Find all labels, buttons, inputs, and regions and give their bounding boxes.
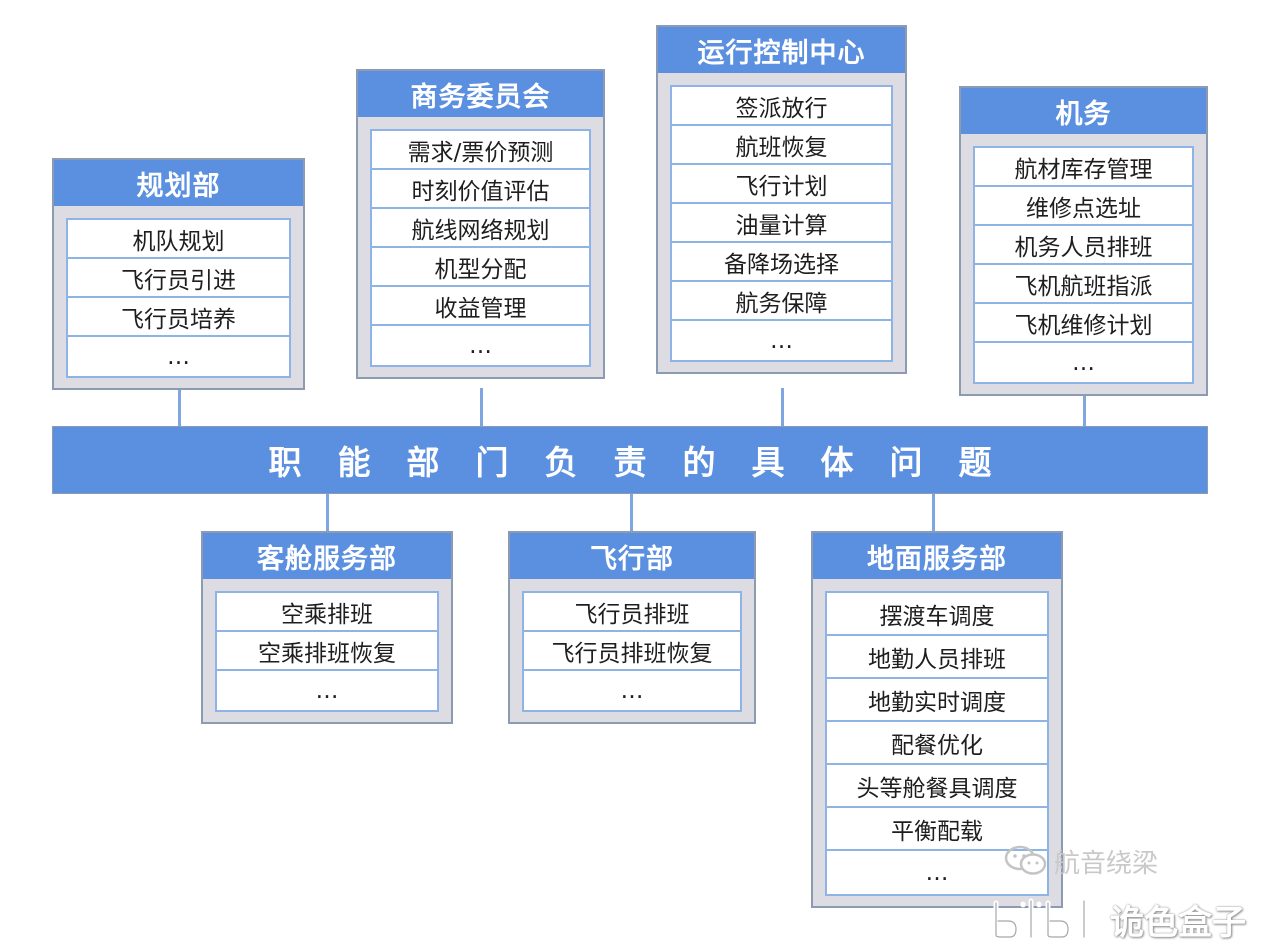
connector-maintenance [1083,388,1086,426]
list-item: 飞行员引进 [68,259,289,298]
list-item: 飞行计划 [672,165,891,204]
connector-ground [932,494,935,532]
list-item: 签派放行 [672,87,891,126]
connector-planning [178,388,181,426]
connector-cabin [326,494,329,532]
dept-maintenance-list: 航材库存管理 维修点选址 机务人员排班 飞机航班指派 飞机维修计划 … [973,146,1194,384]
list-item: 地勤人员排班 [827,636,1047,679]
dept-occ: 运行控制中心 签派放行 航班恢复 飞行计划 油量计算 备降场选择 航务保障 … [656,25,907,374]
bilibili-logo [993,898,1095,940]
list-item: 维修点选址 [975,187,1192,226]
dept-cabin-service-list: 空乘排班 空乘排班恢复 … [215,591,439,712]
list-item: … [469,332,492,359]
list-item: … [925,859,949,886]
list-item: 配餐优化 [827,722,1047,765]
dept-planning-title: 规划部 [54,160,303,206]
list-item: 飞机航班指派 [975,265,1192,304]
list-item: 时刻价值评估 [372,170,589,209]
dept-planning: 规划部 机队规划 飞行员引进 飞行员培养 … [52,158,305,390]
list-item: 头等舱餐具调度 [827,765,1047,808]
dept-cabin-service-title: 客舱服务部 [203,533,451,579]
list-item: 航务保障 [672,282,891,321]
watermark: 航音绕梁 [1004,843,1158,879]
watermark-text: 航音绕梁 [1054,848,1159,879]
dept-maintenance-title: 机务 [961,88,1206,134]
list-item: 平衡配载 [827,808,1047,851]
list-item: 机队规划 [68,220,289,259]
dept-occ-list: 签派放行 航班恢复 飞行计划 油量计算 备降场选择 航务保障 … [670,85,893,362]
list-item: … [315,677,339,704]
dept-ground-service-title: 地面服务部 [813,533,1061,579]
list-item: 收益管理 [372,287,589,326]
list-item: 机务人员排班 [975,226,1192,265]
list-item: 航班恢复 [672,126,891,165]
dept-commerce-title: 商务委员会 [358,71,603,117]
connector-occ [781,388,784,426]
list-item: 地勤实时调度 [827,679,1047,722]
list-item: 油量计算 [672,204,891,243]
dept-occ-title: 运行控制中心 [658,27,905,73]
dept-commerce: 商务委员会 需求/票价预测 时刻价值评估 航线网络规划 机型分配 收益管理 … [356,69,605,379]
dept-maintenance: 机务 航材库存管理 维修点选址 机务人员排班 飞机航班指派 飞机维修计划 … [959,86,1208,396]
list-item: 飞行员排班 [524,593,740,632]
list-item: … [770,327,793,354]
list-item: … [167,343,190,370]
center-title-bar: 职能部门负责的具体问题 [52,426,1208,494]
list-item: 飞机维修计划 [975,304,1192,343]
list-item: 空乘排班恢复 [217,632,437,671]
dept-flight: 飞行部 飞行员排班 飞行员排班恢复 … [508,531,756,724]
dept-ground-service: 地面服务部 摆渡车调度 地勤人员排班 地勤实时调度 配餐优化 头等舱餐具调度 平… [811,531,1063,908]
dept-ground-service-list: 摆渡车调度 地勤人员排班 地勤实时调度 配餐优化 头等舱餐具调度 平衡配载 … [825,591,1049,896]
dept-flight-list: 飞行员排班 飞行员排班恢复 … [522,591,742,712]
connector-commerce [480,388,483,426]
list-item: 摆渡车调度 [827,593,1047,636]
brand: 诡色盒子 [990,895,1246,943]
brand-text: 诡色盒子 [1110,902,1246,943]
list-item: 航材库存管理 [975,148,1192,187]
list-item: … [620,677,644,704]
dept-commerce-list: 需求/票价预测 时刻价值评估 航线网络规划 机型分配 收益管理 … [370,129,591,367]
dept-flight-title: 飞行部 [510,533,754,579]
list-item: 航线网络规划 [372,209,589,248]
wechat-icon [1004,845,1047,875]
list-item: 空乘排班 [217,593,437,632]
connector-flight [630,494,633,532]
list-item: 机型分配 [372,248,589,287]
list-item: 备降场选择 [672,243,891,282]
list-item: 飞行员排班恢复 [524,632,740,671]
dept-planning-list: 机队规划 飞行员引进 飞行员培养 … [66,218,291,378]
list-item: 飞行员培养 [68,298,289,337]
list-item: 需求/票价预测 [372,131,589,170]
list-item: … [1072,349,1095,376]
dept-cabin-service: 客舱服务部 空乘排班 空乘排班恢复 … [201,531,453,724]
